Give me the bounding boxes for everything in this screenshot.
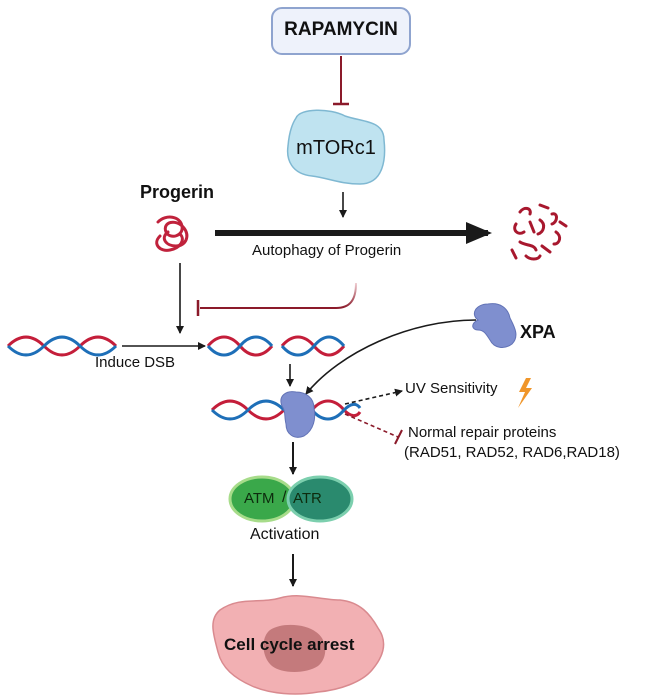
atr-ellipse (286, 475, 354, 523)
induce-dsb-label: Induce DSB (95, 354, 176, 371)
repair-proteins-inhibition (344, 413, 403, 445)
cell-nucleus (263, 624, 326, 672)
rapamycin-inhibits-mtor (333, 56, 349, 106)
degraded-progerin-icon (510, 203, 568, 261)
autophagy-inhibits-dsb (196, 282, 357, 316)
xpa-label: XPA (520, 322, 556, 342)
uv-sensitivity-label: UV Sensitivity (405, 380, 498, 397)
atm-label: ATM (244, 490, 275, 507)
xpa-to-repair-arrow (305, 319, 477, 395)
cell-cycle-arrest-label: Cell cycle arrest (224, 635, 355, 654)
atm-atr-slash: / (282, 489, 287, 506)
autophagy-label: Autophagy of Progerin (252, 242, 402, 259)
progerin-label: Progerin (140, 182, 215, 202)
rapamycin-label: RAPAMYCIN (284, 19, 398, 40)
xpa-protein-icon (472, 303, 517, 348)
bound-xpa-protein (280, 391, 316, 438)
repair-proteins-title: Normal repair proteins (408, 424, 557, 441)
lightning-icon (518, 378, 532, 408)
rapamycin-box (271, 7, 411, 55)
dna-helix-broken (206, 335, 346, 357)
repair-proteins-list: (RAD51, RAD52, RAD6,RAD18) (404, 444, 620, 461)
progerin-icon (155, 215, 189, 252)
uv-sensitivity-arrow (344, 388, 403, 405)
mtorc1-label: mTORc1 (296, 137, 376, 159)
dna-helix-repair (210, 399, 362, 421)
atr-label: ATR (293, 490, 322, 507)
mtorc1-shape (286, 109, 386, 185)
dna-helix-intact (6, 335, 118, 357)
activation-label: Activation (250, 526, 320, 543)
